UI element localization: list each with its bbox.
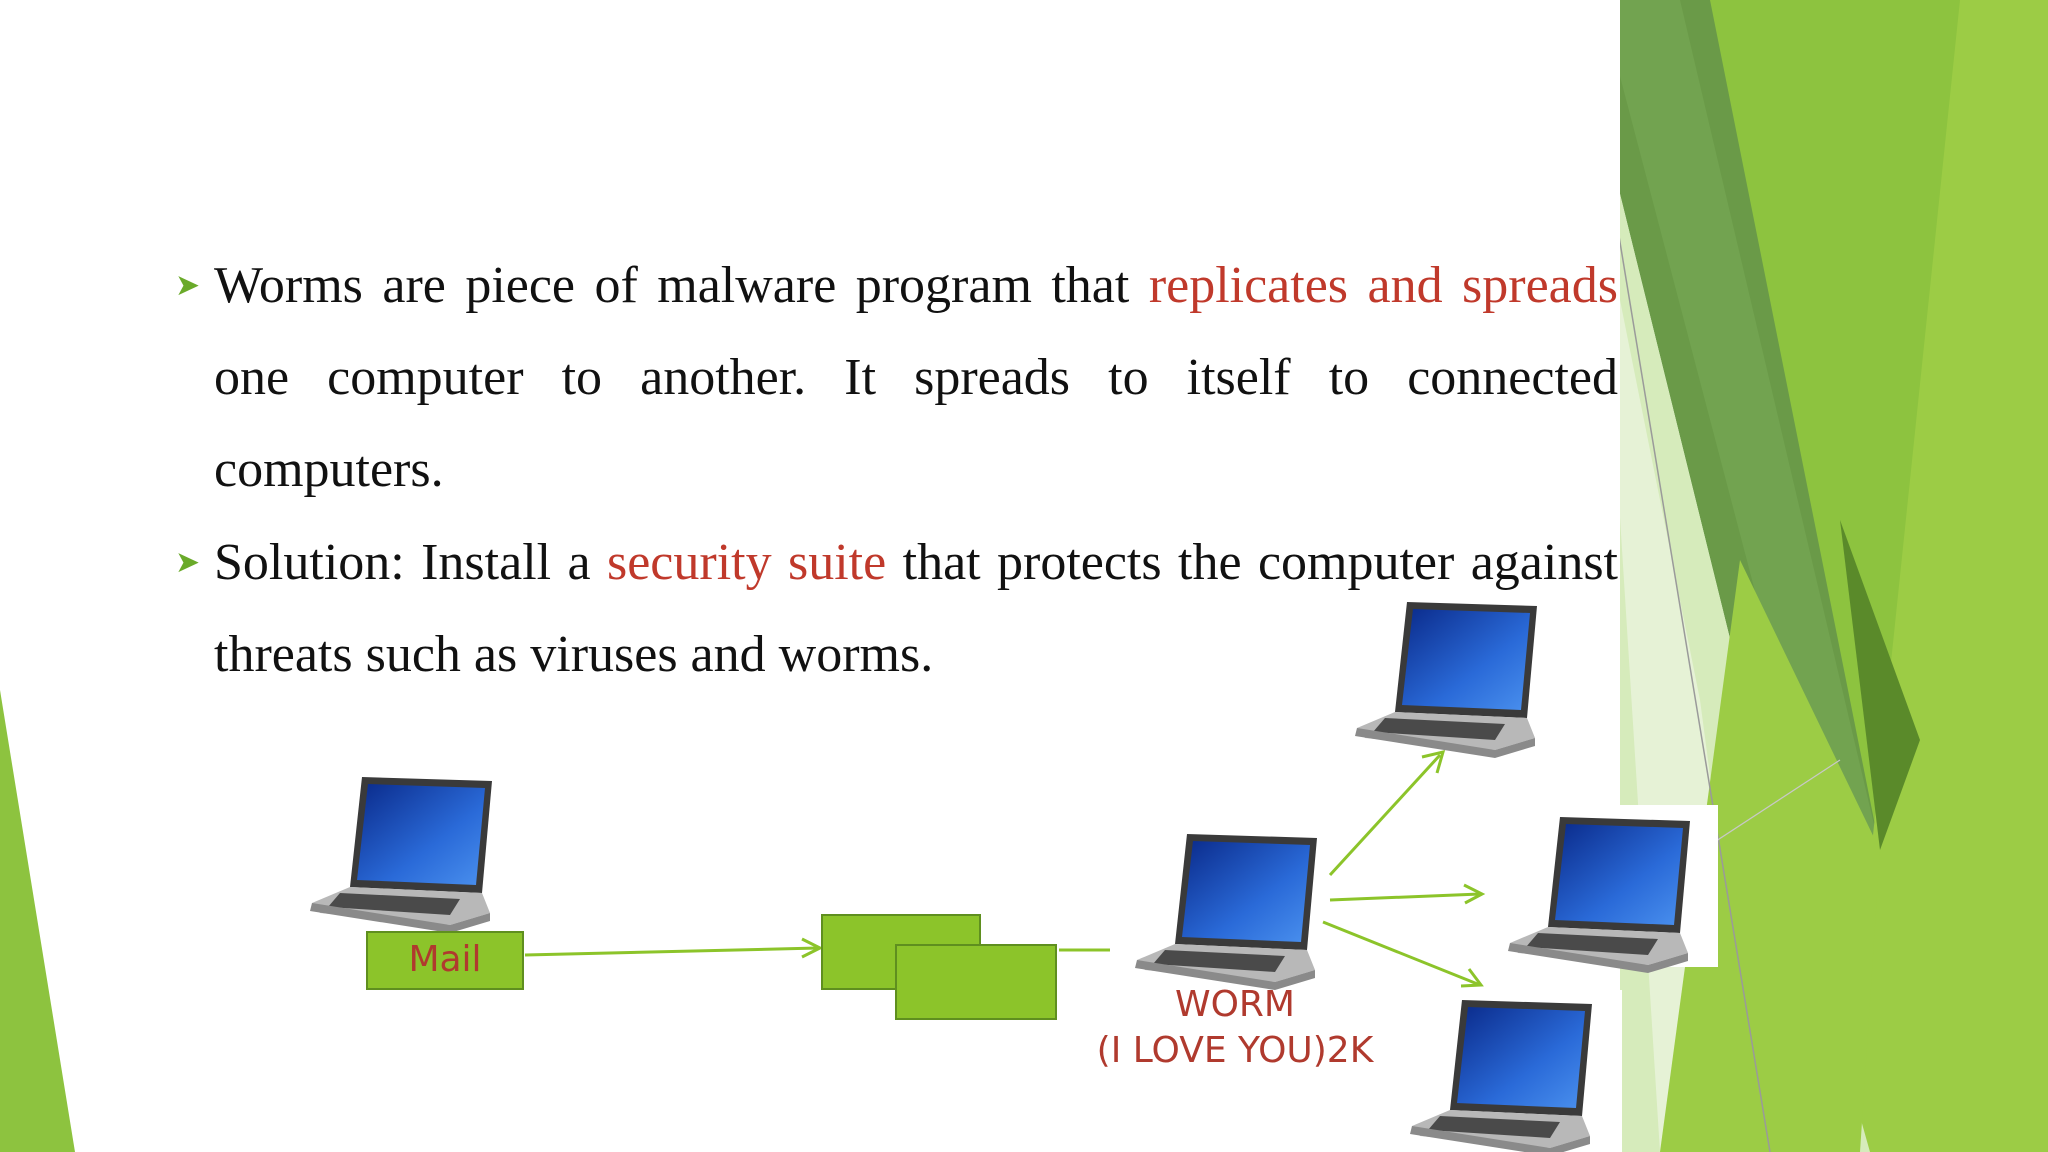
bullet-text-before: Worms are piece of malware program that bbox=[214, 257, 1149, 314]
bg-left-sliver bbox=[0, 690, 75, 1152]
arrow-mail-to-packet bbox=[524, 937, 824, 959]
arrow-worm-to-middle bbox=[1329, 883, 1486, 905]
arrow-bullet-icon: ➤ bbox=[175, 268, 201, 303]
bg-facet-mid bbox=[1660, 560, 1880, 1152]
bullet-worm-definition: ➤ Worms are piece of malware program tha… bbox=[175, 240, 1618, 516]
mail-label: Mail bbox=[408, 939, 482, 980]
worm-label-line2: (I LOVE YOU)2K bbox=[1096, 1030, 1374, 1071]
arrow-worm-to-bottom bbox=[1322, 920, 1484, 988]
bullet-text-highlight: replicates and spreads bbox=[1148, 257, 1618, 314]
bullet-solution: ➤ Solution: Install a security suite tha… bbox=[175, 517, 1619, 701]
bg-facet-olive bbox=[1600, 0, 1880, 850]
bullet-text-before: Solution: Install a bbox=[214, 534, 607, 591]
worm-label: WORM (I LOVE YOU)2K bbox=[1080, 982, 1390, 1074]
bg-facet-deep bbox=[1840, 520, 1920, 850]
arrow-worm-to-top bbox=[1328, 749, 1446, 877]
mail-box bbox=[366, 931, 524, 990]
bullet-text-after: that protects the computer against threa… bbox=[214, 534, 1619, 683]
arrow-bullet-icon: ➤ bbox=[175, 545, 201, 580]
packet-box-front bbox=[895, 944, 1057, 1020]
bg-facet-bright bbox=[1840, 0, 2048, 1152]
worm-label-line1: WORM bbox=[1174, 984, 1295, 1025]
bg-white-card bbox=[0, 0, 1620, 1152]
bullet-text-after: one computer to another. It spreads to i… bbox=[214, 349, 1618, 498]
bullet-text-highlight: security suite bbox=[606, 534, 887, 591]
